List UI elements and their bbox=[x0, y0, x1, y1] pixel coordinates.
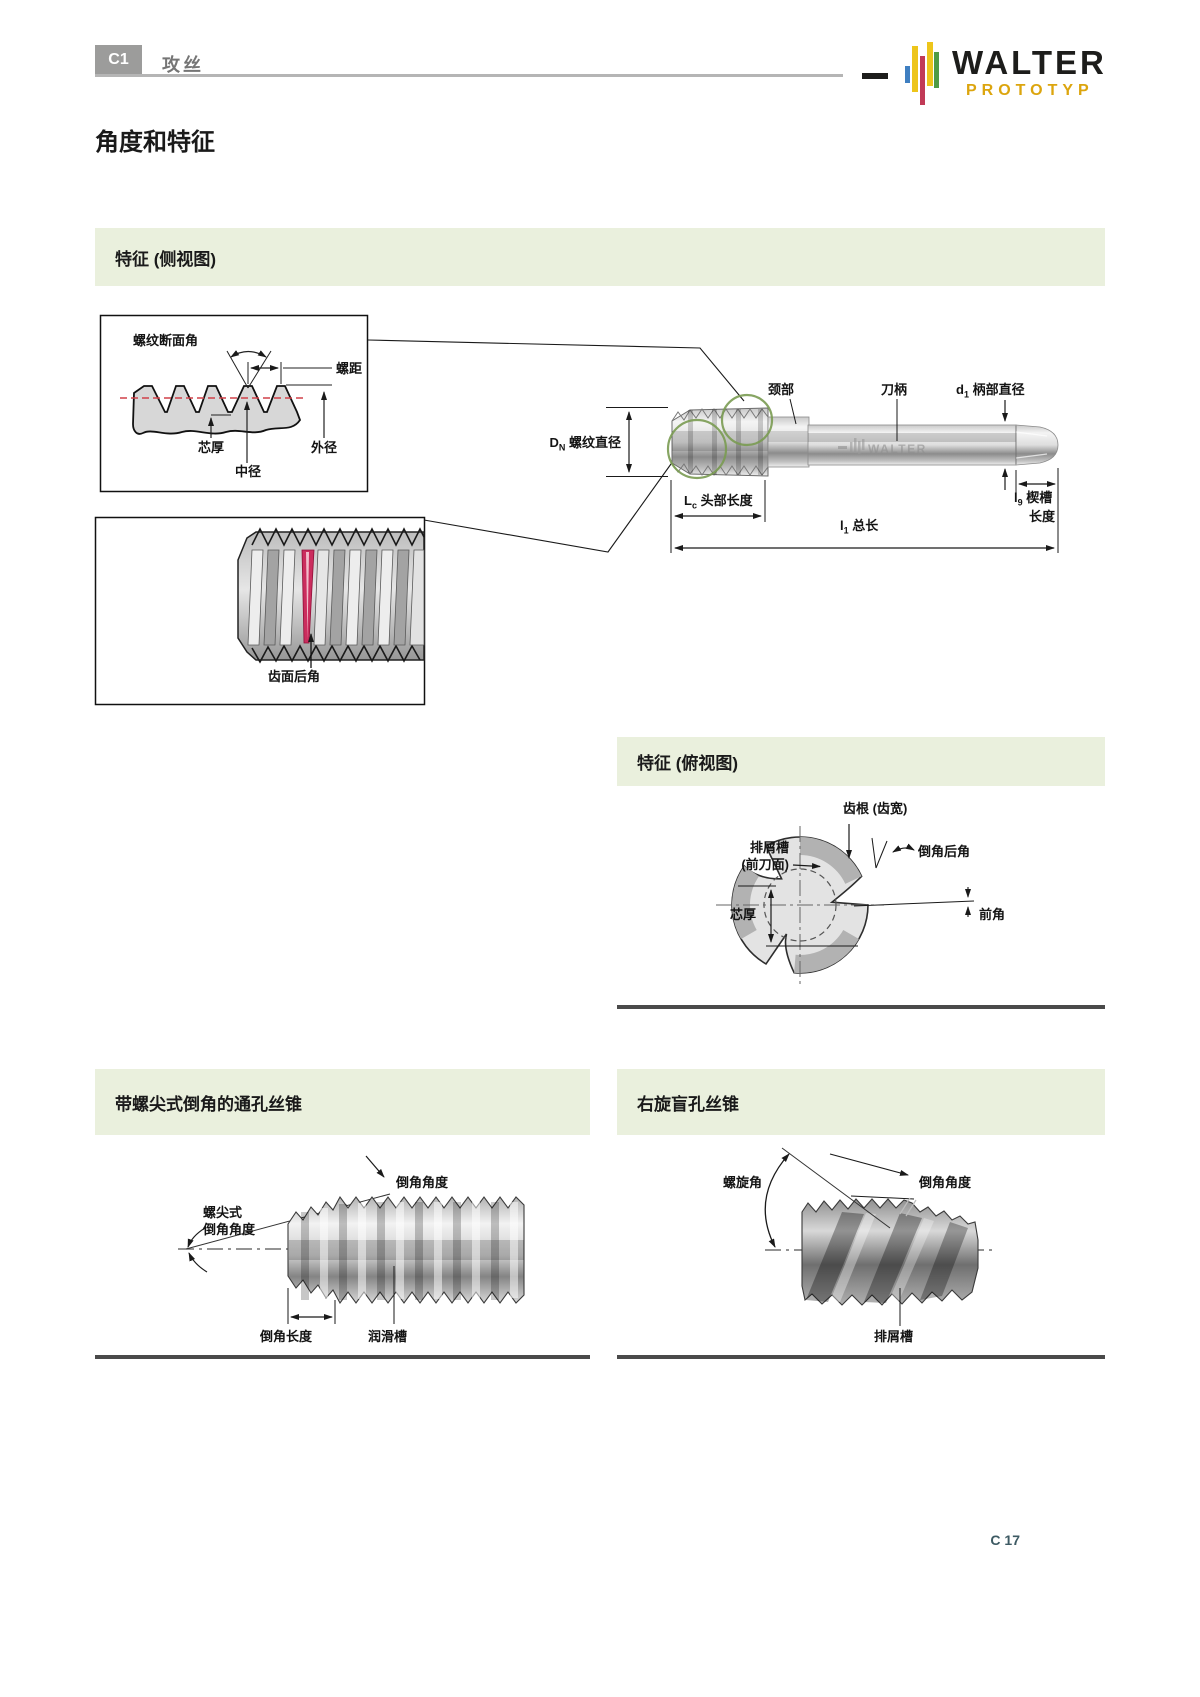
tap-dimensions bbox=[606, 398, 1059, 553]
label-pitch-diameter: 中径 bbox=[235, 464, 262, 479]
logo-bar-green-icon bbox=[934, 52, 939, 88]
label-flank-relief: 齿面后角 bbox=[267, 669, 320, 684]
section-top-view-heading: 特征 (俯视图) bbox=[637, 754, 739, 773]
label-helix-angle: 螺旋角 bbox=[723, 1175, 763, 1190]
label-neck: 颈部 bbox=[768, 382, 795, 397]
section-top-view-banner: 特征 (俯视图) bbox=[617, 737, 1105, 786]
label-outer-diameter: 外径 bbox=[311, 440, 338, 455]
tap-top-view bbox=[716, 824, 975, 988]
label-rake-angle: 前角 bbox=[979, 907, 1006, 922]
spiral-point-tap-figure bbox=[178, 1155, 525, 1324]
logo-subbrand-text: PROTOTYP bbox=[966, 82, 1094, 99]
label-spiral-point-angle: 螺尖式倒角角度 bbox=[203, 1205, 256, 1237]
section-blind-tap-banner: 右旋盲孔丝锥 bbox=[617, 1069, 1105, 1135]
section-side-view-heading: 特征 (侧视图) bbox=[115, 249, 217, 269]
label-total-length: l1 总长 bbox=[840, 518, 879, 536]
label-shank: 刀柄 bbox=[881, 382, 908, 397]
shank-watermark: WALTER bbox=[838, 438, 927, 456]
header-rule bbox=[95, 74, 843, 77]
label-thread-diameter: DN 螺纹直径 bbox=[549, 435, 621, 453]
through-tap-rule bbox=[95, 1355, 590, 1359]
label-pitch: 螺距 bbox=[336, 361, 363, 376]
section-side-view-banner: 特征 (侧视图) bbox=[95, 228, 1105, 286]
page-title: 角度和特征 bbox=[95, 129, 215, 156]
section-through-tap-banner: 带螺尖式倒角的通孔丝锥 bbox=[95, 1069, 590, 1135]
logo-bar-red-icon bbox=[920, 56, 925, 105]
logo-brand-text: WALTER bbox=[952, 44, 1107, 81]
logo-dash-icon bbox=[862, 73, 888, 79]
label-flute-face: 排屑槽(前刀面) bbox=[741, 840, 789, 872]
chapter-title: 攻丝 bbox=[162, 55, 204, 75]
label-core-top-view: 芯厚 bbox=[730, 907, 757, 922]
logo-bar-yellow-icon bbox=[912, 46, 918, 92]
section-blind-tap-heading: 右旋盲孔丝锥 bbox=[637, 1094, 739, 1114]
label-head-length: Lc 头部长度 bbox=[684, 493, 753, 511]
label-chamfer-angle-right: 倒角角度 bbox=[919, 1175, 972, 1190]
thread-profile-box bbox=[99, 314, 369, 493]
connector-lines bbox=[367, 339, 745, 553]
label-land-width: 齿根 (齿宽) bbox=[843, 801, 908, 816]
label-chamfer-angle-left: 倒角角度 bbox=[396, 1175, 449, 1190]
label-lube-groove: 润滑槽 bbox=[368, 1329, 408, 1344]
section-through-tap-heading: 带螺尖式倒角的通孔丝锥 bbox=[115, 1094, 302, 1114]
spiral-flute-tap-figure bbox=[764, 1147, 992, 1326]
flank-relief-box bbox=[94, 516, 426, 706]
label-chamfer-length: 倒角长度 bbox=[260, 1329, 313, 1344]
top-view-rule bbox=[617, 1005, 1105, 1009]
logo-bar-yellow2-icon bbox=[927, 42, 933, 86]
label-flank-angle: 螺纹断面角 bbox=[133, 333, 199, 348]
label-core-thickness: 芯厚 bbox=[198, 440, 225, 455]
tap-side-view: WALTER bbox=[666, 393, 1059, 480]
svg-text:WALTER: WALTER bbox=[868, 442, 927, 456]
label-flute-bottom: 排屑槽 bbox=[874, 1329, 914, 1344]
blind-tap-rule bbox=[617, 1355, 1105, 1359]
chapter-badge: C1 bbox=[95, 45, 142, 75]
label-shank-diameter: d1 柄部直径 bbox=[956, 382, 1025, 400]
label-square-length: l9 楔槽 长度 bbox=[1014, 490, 1056, 525]
label-chamfer-relief: 倒角后角 bbox=[918, 844, 971, 859]
logo-bar-blue-icon bbox=[905, 66, 910, 83]
page-number: C 17 bbox=[990, 1532, 1020, 1548]
